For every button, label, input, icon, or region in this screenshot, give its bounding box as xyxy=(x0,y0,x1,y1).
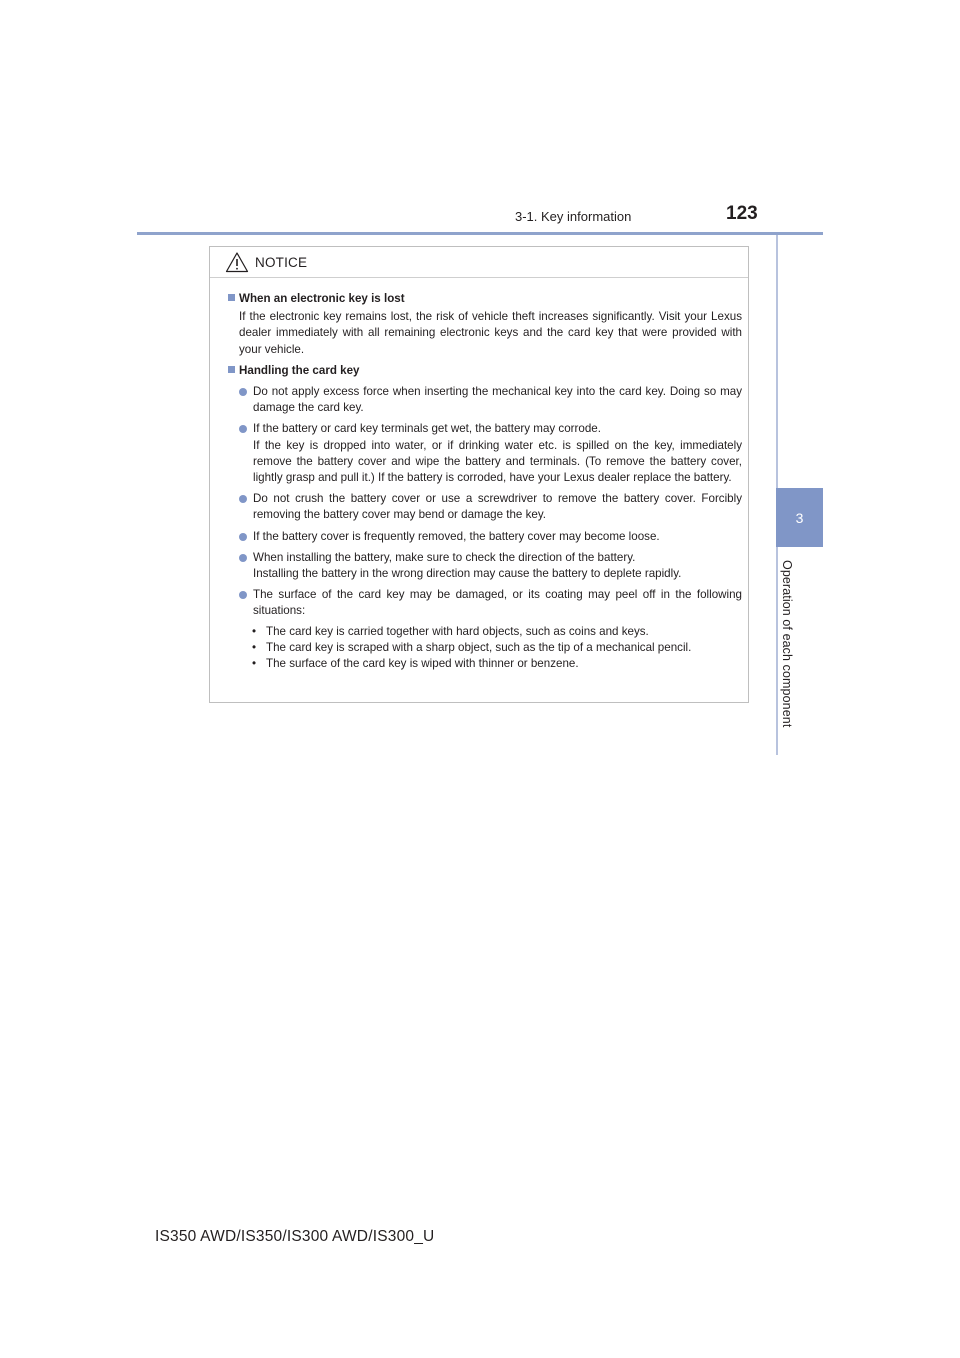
circle-bullet-icon xyxy=(239,553,247,562)
sub-list-item: • The card key is carried together with … xyxy=(228,624,742,640)
circle-bullet-icon xyxy=(239,425,247,434)
square-bullet-icon xyxy=(228,294,235,301)
square-bullet-icon xyxy=(228,365,235,373)
chapter-number: 3 xyxy=(795,509,804,526)
sub-list-item: • The surface of the card key is wiped w… xyxy=(228,656,742,672)
circle-bullet-icon xyxy=(239,591,247,600)
list-item: Do not crush the battery cover or use a … xyxy=(228,491,742,523)
list-item: The surface of the card key may be damag… xyxy=(228,587,742,619)
notice-header: NOTICE xyxy=(210,247,748,278)
chapter-tab: 3 xyxy=(776,488,823,547)
list-item: Do not apply excess force when inserting… xyxy=(228,384,742,416)
list-item: If the battery or card key terminals get… xyxy=(228,421,742,486)
section-paragraph: If the electronic key remains lost, the … xyxy=(239,310,742,356)
notice-box: NOTICE When an electronic key is lost If… xyxy=(209,246,749,703)
section-title: 3-1. Key information xyxy=(515,209,632,224)
chapter-title: Operation of each component xyxy=(780,560,794,728)
sub-bullet-mark: • xyxy=(252,624,257,638)
section-heading-text: Handling the card key xyxy=(239,363,360,377)
list-item-text: If the battery or card key terminals get… xyxy=(253,422,742,485)
circle-bullet-icon xyxy=(239,495,247,504)
sub-list-item-text: The surface of the card key is wiped wit… xyxy=(266,657,579,671)
section-heading: When an electronic key is lost xyxy=(228,291,742,307)
notice-label: NOTICE xyxy=(255,254,308,270)
header-rule xyxy=(137,232,823,235)
sub-list-item-text: The card key is carried together with ha… xyxy=(266,624,649,638)
list-item-text: Do not apply excess force when inserting… xyxy=(253,385,742,415)
sub-bullet-mark: • xyxy=(252,657,257,671)
page-number: 123 xyxy=(726,203,758,224)
section-heading-text: When an electronic key is lost xyxy=(239,292,405,305)
list-item: If the battery cover is frequently remov… xyxy=(228,529,742,545)
list-item-text: The surface of the card key may be damag… xyxy=(253,588,742,618)
notice-body: When an electronic key is lost If the el… xyxy=(210,278,748,672)
notice-section: When an electronic key is lost If the el… xyxy=(228,291,742,358)
list-item-text: When installing the battery, make sure t… xyxy=(253,550,682,581)
footer-model: IS350 AWD/IS350/IS300 AWD/IS300_U xyxy=(155,1228,435,1245)
circle-bullet-icon xyxy=(239,388,247,397)
sub-list: • The card key is carried together with … xyxy=(228,624,742,673)
list-item: When installing the battery, make sure t… xyxy=(228,550,742,582)
sub-bullet-mark: • xyxy=(252,640,257,654)
sub-list-item: • The card key is scraped with a sharp o… xyxy=(228,640,742,656)
list-item-text: Do not crush the battery cover or use a … xyxy=(253,492,742,522)
notice-section: Handling the card key Do not apply exces… xyxy=(228,363,742,672)
section-heading: Handling the card key xyxy=(228,363,742,379)
sub-list-item-text: The card key is scraped with a sharp obj… xyxy=(266,640,692,654)
warning-triangle-icon xyxy=(225,251,249,273)
list-item-text: If the battery cover is frequently remov… xyxy=(253,529,660,543)
circle-bullet-icon xyxy=(239,532,247,541)
